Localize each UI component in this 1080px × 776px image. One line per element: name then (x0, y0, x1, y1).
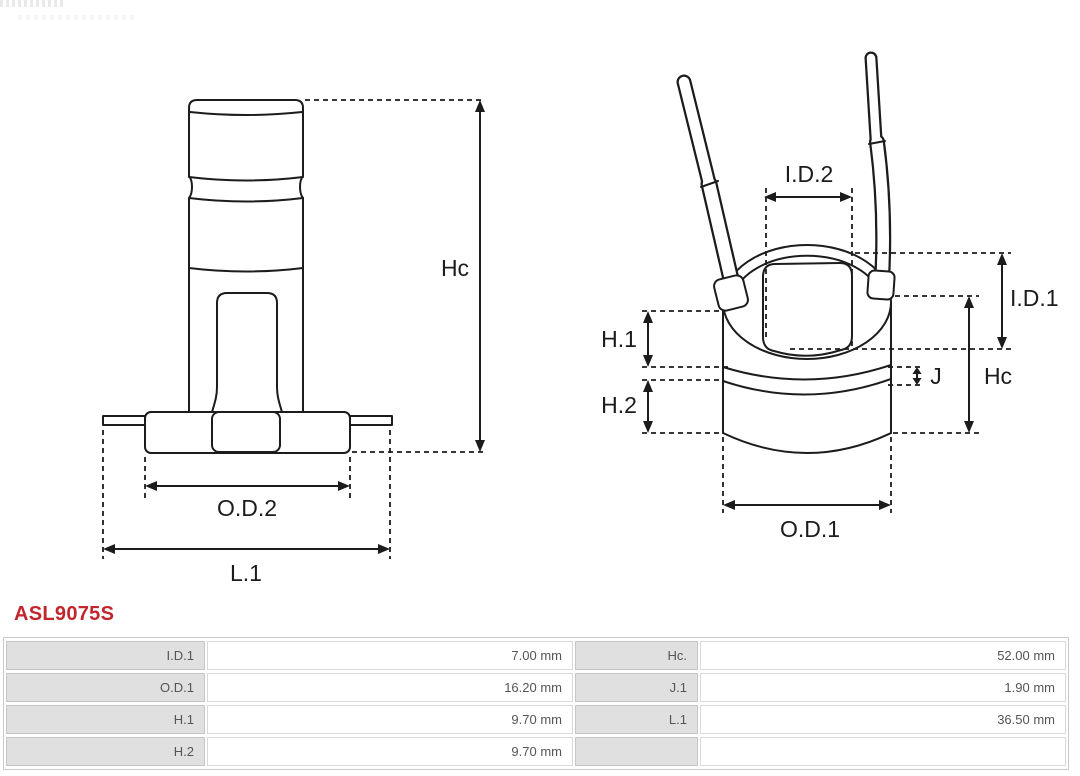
shaft-slot (211, 292, 283, 413)
dim-id1: I.D.1 (790, 252, 1059, 350)
terminal-tab-left (102, 415, 146, 426)
dim-label-l1: L.1 (230, 560, 262, 586)
dim-label-hc2: Hc (984, 363, 1012, 389)
dim-l1: L.1 (102, 430, 391, 586)
dim-label-cell: Hc. (575, 641, 698, 670)
dim-id2: I.D.2 (764, 161, 853, 346)
dim-hc-side: Hc (305, 99, 485, 453)
shaft-outline (188, 99, 304, 413)
dim-hc-perspective: Hc (893, 295, 1012, 434)
dim-label-j: J (930, 363, 942, 389)
dim-od1: O.D.1 (722, 437, 892, 542)
dim-label-h2: H.2 (601, 392, 637, 418)
watermark-remnant (0, 0, 66, 7)
dim-h1: H.1 (601, 310, 729, 368)
dim-label-cell: J.1 (575, 673, 698, 702)
dim-label-h1: H.1 (601, 326, 637, 352)
dim-value-cell (700, 737, 1066, 766)
dimensions-table: I.D.1 7.00 mm Hc. 52.00 mm O.D.1 16.20 m… (3, 637, 1069, 770)
table-row: I.D.1 7.00 mm Hc. 52.00 mm (6, 641, 1066, 670)
dim-label-cell: H.1 (6, 705, 205, 734)
wire-terminal-right (866, 269, 896, 301)
wire-terminal-left (713, 274, 749, 312)
dim-label-od1: O.D.1 (780, 516, 840, 542)
base-center-block (211, 411, 281, 453)
dim-label-id1: I.D.1 (1010, 285, 1059, 311)
lead-wire-left (676, 74, 742, 297)
dim-label-cell: I.D.1 (6, 641, 205, 670)
side-view-drawing: Hc O.D.2 L.1 (102, 99, 485, 586)
technical-drawing: Hc O.D.2 L.1 (102, 51, 1059, 586)
dim-value-cell: 9.70 mm (207, 737, 573, 766)
dim-j: J (888, 363, 942, 389)
terminal-tab-right (349, 415, 393, 426)
lead-wire-right (864, 51, 892, 289)
dim-od2: O.D.2 (144, 457, 351, 521)
dimensions-table-wrap: I.D.1 7.00 mm Hc. 52.00 mm O.D.1 16.20 m… (3, 637, 1069, 770)
perspective-view-drawing: I.D.2 I.D.1 Hc H.1 (601, 51, 1059, 542)
table-row: H.2 9.70 mm (6, 737, 1066, 766)
dim-value-cell: 9.70 mm (207, 705, 573, 734)
table-row: O.D.1 16.20 mm J.1 1.90 mm (6, 673, 1066, 702)
shaft-section-line (188, 176, 304, 182)
watermark-remnant (18, 15, 138, 20)
dim-label-cell (575, 737, 698, 766)
cylinder-bottom-arc (722, 432, 892, 454)
shaft-section-line (189, 111, 303, 116)
slip-ring-band-line (722, 364, 892, 381)
shaft-section-line (188, 197, 304, 203)
dim-label-id2: I.D.2 (785, 161, 834, 187)
dim-value-cell: 36.50 mm (700, 705, 1066, 734)
dim-value-cell: 52.00 mm (700, 641, 1066, 670)
dim-value-cell: 7.00 mm (207, 641, 573, 670)
cylinder-bore-hole (762, 262, 853, 357)
dim-h2: H.2 (601, 379, 724, 434)
dim-value-cell: 16.20 mm (207, 673, 573, 702)
dim-label-od2: O.D.2 (217, 495, 277, 521)
dim-label-cell: L.1 (575, 705, 698, 734)
part-number: ASL9075S (14, 603, 115, 625)
dim-label-hc: Hc (441, 255, 469, 281)
shaft-section-line (188, 267, 304, 273)
dim-label-cell: H.2 (6, 737, 205, 766)
dim-label-cell: O.D.1 (6, 673, 205, 702)
slip-ring-band-line (722, 378, 892, 396)
dim-value-cell: 1.90 mm (700, 673, 1066, 702)
table-row: H.1 9.70 mm L.1 36.50 mm (6, 705, 1066, 734)
